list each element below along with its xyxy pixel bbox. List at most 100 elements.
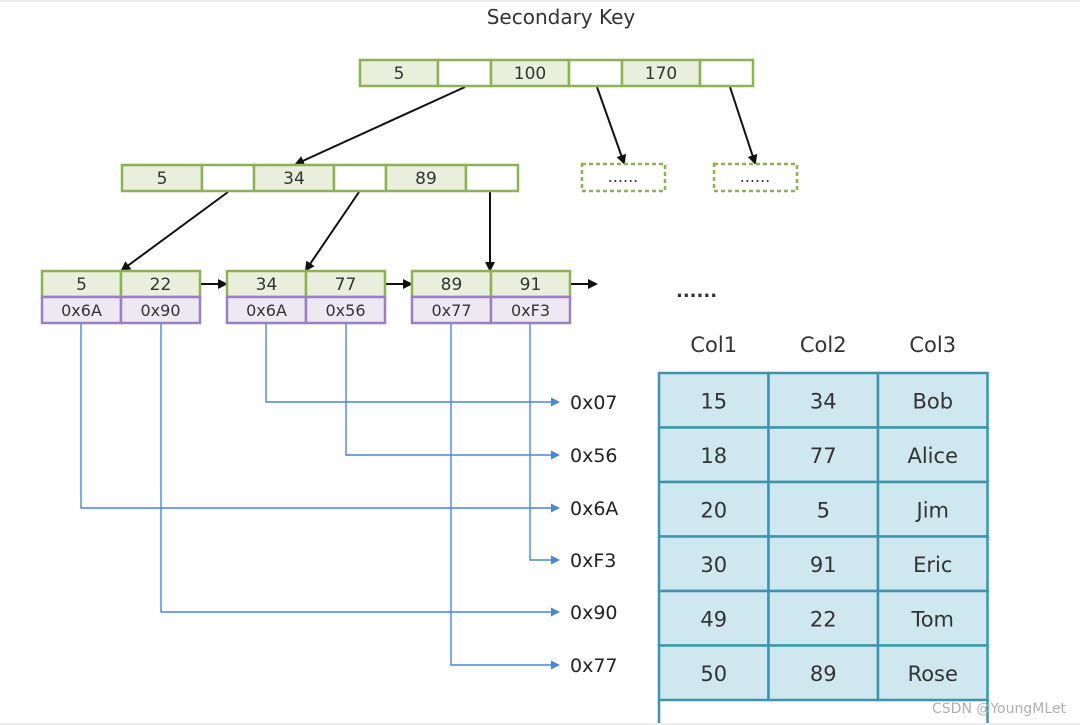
table-row: 30 91 Eric (657, 535, 989, 593)
leaf-pointer-cell (225, 295, 308, 325)
tree-edge-arrow (120, 191, 229, 272)
leaf-key-cell (225, 269, 308, 299)
pointer-links (80, 324, 560, 670)
table-cell-value: Bob (912, 389, 953, 413)
pointer-link (265, 324, 560, 407)
table-cell-value: Alice (907, 444, 958, 468)
leaf-key-cell (40, 269, 123, 299)
leaf-pointer-cell (40, 295, 123, 325)
bottom-border (0, 723, 1080, 725)
placeholder-ellipsis: ...... (608, 167, 639, 186)
pointer-link (80, 324, 560, 513)
key-cell (120, 163, 204, 193)
key-cell (489, 58, 571, 88)
leaf-pointer-cell (119, 295, 202, 325)
address-label: 0x07 (570, 392, 618, 414)
child-pointer-cell (567, 58, 624, 88)
table-row: 18 77 Alice (657, 426, 989, 484)
watermark: CSDN @YoungMLet (932, 701, 1066, 717)
tree-edge-arrow (294, 86, 466, 166)
table-row: 15 34 Bob (657, 371, 989, 429)
leaf-pointer: 0x77 (431, 301, 471, 320)
table-partial-row (657, 700, 989, 725)
leaf-node: 5 0x6A 22 0x90 (40, 269, 202, 325)
diagram-title: Secondary Key (487, 5, 636, 29)
placeholder-nodes: ............ (580, 162, 799, 193)
leaf-pointer: 0x6A (61, 301, 102, 320)
child-pointer-cell (698, 58, 755, 88)
table-cell-value: 20 (700, 498, 727, 522)
table-cell-value: 34 (810, 389, 837, 413)
tree-edge-arrow (596, 86, 627, 165)
address-label: 0xF3 (570, 550, 616, 572)
leaf-pointer-cell (304, 295, 387, 325)
tree-edges (120, 86, 758, 289)
address-labels: 0x07 0x56 0x6A 0xF3 0x90 0x77 (570, 392, 618, 677)
pointer-link (160, 324, 560, 617)
table-cell-value: 77 (810, 444, 837, 468)
pointer-link (345, 324, 560, 460)
key-value: 100 (514, 64, 546, 84)
key-value: 170 (645, 64, 677, 84)
placeholder-node (580, 162, 667, 193)
table-cell-value: Rose (908, 662, 958, 686)
table-cell (876, 371, 989, 429)
key-value: 34 (283, 169, 305, 189)
table-cell-value: Jim (915, 498, 949, 522)
table-cell (876, 589, 989, 647)
child-pointer-cell (436, 58, 493, 88)
column-header: Col2 (800, 333, 847, 357)
placeholder-node (712, 162, 799, 193)
table-cell-value: 22 (810, 607, 837, 631)
top-border (0, 0, 1080, 2)
table-cell-value: 49 (700, 607, 727, 631)
table-cell (876, 426, 989, 484)
key-value: 5 (157, 169, 168, 189)
table-cell-value: 50 (700, 662, 727, 686)
pointer-link (450, 324, 560, 670)
table-cell (876, 644, 989, 702)
address-label: 0x6A (570, 498, 618, 520)
child-pointer-cell (464, 163, 520, 193)
leaf-pointer: 0x6A (246, 301, 287, 320)
leaf-key: 5 (76, 275, 87, 295)
table-cell-value: 91 (810, 553, 837, 577)
tree-edge-arrow (729, 86, 758, 165)
leaf-pointer: 0x56 (325, 301, 365, 320)
table-cell-value: 15 (700, 389, 727, 413)
column-header: Col1 (690, 333, 737, 357)
tree-edge-arrow (304, 191, 360, 272)
table-cell (767, 426, 880, 484)
leaf-key: 89 (441, 275, 463, 295)
pointer-link (529, 324, 560, 565)
leaf-pointer: 0xF3 (511, 301, 550, 320)
leaf-key-cell (119, 269, 202, 299)
leaf-node: 89 0x77 91 0xF3 (410, 269, 572, 325)
leaf-key: 91 (520, 275, 542, 295)
table-cell-value: 89 (810, 662, 837, 686)
table-cell-value: 5 (817, 498, 830, 522)
key-cell (384, 163, 468, 193)
leaf-pointer: 0x90 (140, 301, 180, 320)
leaf-key: 22 (150, 275, 172, 295)
table-cell (876, 480, 989, 538)
child-pointer-cell (332, 163, 388, 193)
address-label: 0x77 (570, 655, 618, 677)
table-cell-value: 18 (700, 444, 727, 468)
column-header: Col3 (909, 333, 956, 357)
leaf-pointer-cell (410, 295, 493, 325)
table-row: 20 5 Jim (657, 480, 989, 538)
placeholder-ellipsis: ...... (740, 167, 771, 186)
table-cell (767, 371, 880, 429)
table-cell-value: 30 (700, 553, 727, 577)
address-label: 0x90 (570, 602, 618, 624)
key-value: 89 (415, 169, 437, 189)
level2-node: 5 34 89 (120, 163, 520, 193)
table-cell-value: Eric (913, 553, 952, 577)
leaf-ellipsis: ...... (676, 281, 717, 302)
address-label: 0x56 (570, 445, 618, 467)
child-pointer-cell (200, 163, 256, 193)
